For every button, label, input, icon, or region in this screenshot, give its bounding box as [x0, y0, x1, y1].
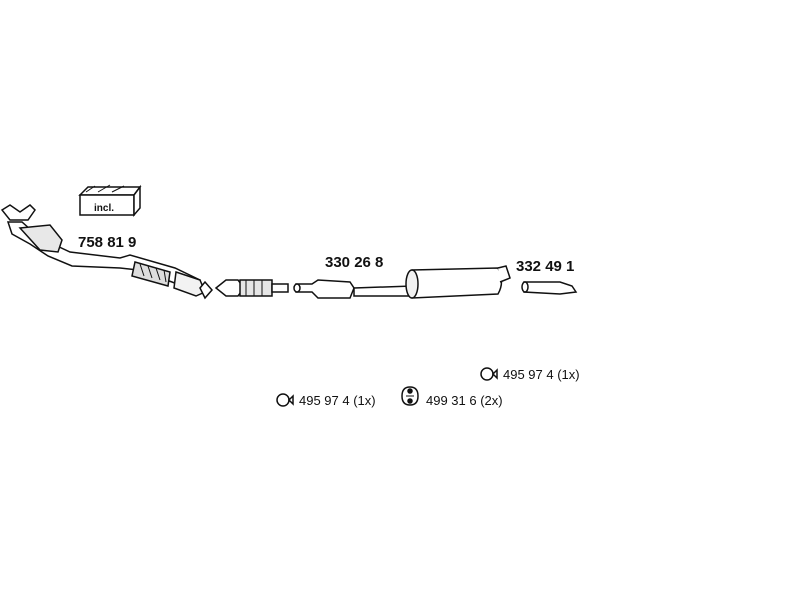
clamp-ring-icon [276, 393, 294, 407]
hardware-label-clamp-2: 495 97 4 (1x) [299, 393, 376, 408]
tail-pipe-part [521, 281, 578, 295]
incl-label: incl. [94, 203, 115, 214]
hardware-label-rubber-mount: 499 31 6 (2x) [426, 393, 503, 408]
middle-silencer-part [293, 279, 413, 299]
flange-gasket [199, 280, 213, 300]
mounting-kit-box [78, 184, 142, 218]
front-pipe-part [0, 204, 206, 297]
rubber-mount-icon [401, 386, 419, 406]
intermediate-pipe [214, 279, 289, 297]
front-pipe-part-number: 758 81 9 [78, 234, 137, 251]
tail-pipe-part-number: 332 49 1 [516, 258, 575, 275]
rear-silencer-part [405, 265, 511, 299]
clamp-ring-icon [480, 367, 498, 381]
hardware-label-clamp-1: 495 97 4 (1x) [503, 367, 580, 382]
middle-silencer-part-number: 330 26 8 [325, 254, 384, 271]
